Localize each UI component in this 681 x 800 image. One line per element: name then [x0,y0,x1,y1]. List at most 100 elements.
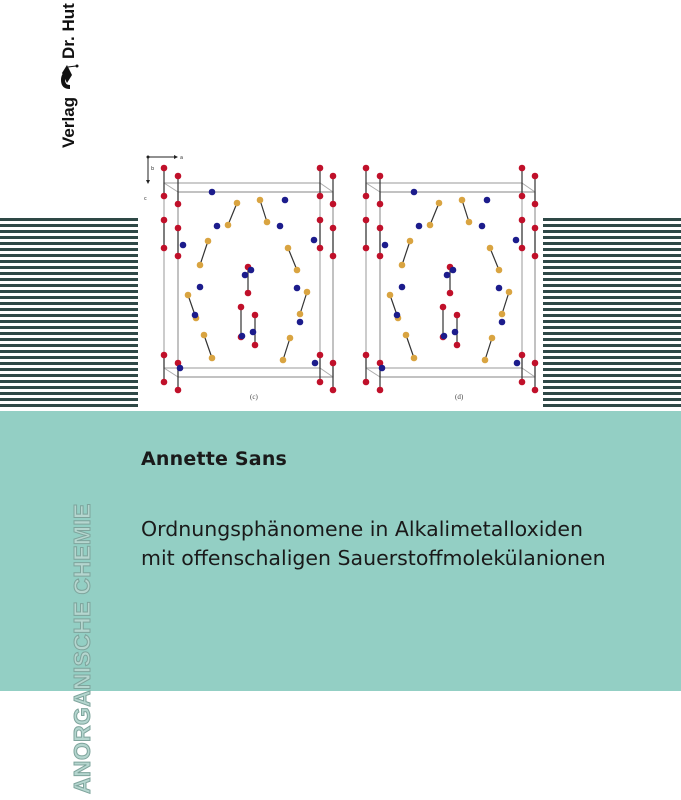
unit-cell-edge [521,182,536,193]
bond [405,334,415,359]
crystal-structure-figure: a b c (c) (d) [138,148,543,411]
atom [451,328,459,336]
atom [196,283,204,291]
title-line-2: mit offenschaligen Sauerstoffmolekülanio… [141,546,606,570]
author-name: Annette Sans [141,448,288,470]
atom [160,351,168,359]
atom [311,359,319,367]
unit-cell-edge [163,182,179,193]
atom [440,332,448,340]
book-title: Ordnungsphänomene in Alkalimetalloxiden … [141,515,606,573]
atom [310,236,318,244]
atom [244,289,252,297]
atom [446,289,454,297]
atom [293,284,301,292]
atom [465,218,473,226]
atom [237,303,245,311]
structure-panel-d [362,164,539,394]
atom [174,359,182,367]
atom [176,364,184,372]
bond [287,247,298,271]
atom [208,188,216,196]
atom [316,164,324,172]
atom [196,261,204,269]
atom [531,386,539,394]
atom [174,224,182,232]
atom [329,172,337,180]
atom [174,200,182,208]
atom [160,164,168,172]
panel-label-c: (c) [250,393,258,401]
atom [518,164,526,172]
atom [453,311,461,319]
atom [179,241,187,249]
atom [362,351,370,359]
atom [316,244,324,252]
atom [531,252,539,260]
atom [293,266,301,274]
publisher-name-left: Verlag [59,96,78,148]
atom [518,351,526,359]
decorative-stripes-right [543,218,681,410]
atom [498,318,506,326]
unit-cell-front [177,191,334,378]
atom [458,196,466,204]
atom [376,200,384,208]
axis-label-c: c [144,196,147,202]
atom [362,216,370,224]
atom [191,311,199,319]
atom [410,188,418,196]
atom [284,244,292,252]
atom [160,192,168,200]
decorative-stripes-left [0,218,138,410]
atom [531,359,539,367]
atom [281,196,289,204]
unit-cell-back [365,182,523,369]
atom [376,224,384,232]
atom [279,356,287,364]
atom [398,283,406,291]
atom [426,221,434,229]
axis-label-a: a [180,155,183,161]
atom [251,341,259,349]
unit-cell-edge [163,367,179,378]
atom [398,261,406,269]
atom [381,241,389,249]
atom [238,332,246,340]
atom [296,318,304,326]
atom [329,386,337,394]
atom [449,266,457,274]
atom [362,378,370,386]
atom [481,356,489,364]
atom [160,244,168,252]
atom [518,378,526,386]
bond [282,337,291,361]
atom [495,266,503,274]
atom [316,378,324,386]
atom [184,291,192,299]
atom [498,310,506,318]
atom [316,216,324,224]
unit-cell-edge [365,182,381,193]
atom [486,244,494,252]
atom [224,221,232,229]
atom [208,354,216,362]
atom [531,200,539,208]
atom [316,351,324,359]
bond [501,291,510,315]
atom [329,200,337,208]
atom [376,172,384,180]
atom [362,192,370,200]
graduation-cap-icon [61,64,79,89]
axis-indicator: a b c [144,155,183,202]
panel-label-d: (d) [455,393,464,401]
bond [299,291,308,315]
atom [160,378,168,386]
atom [329,359,337,367]
atom [256,196,264,204]
atom [518,216,526,224]
atom [402,331,410,339]
atom [329,224,337,232]
unit-cell-edge [319,367,334,378]
atom [531,172,539,180]
